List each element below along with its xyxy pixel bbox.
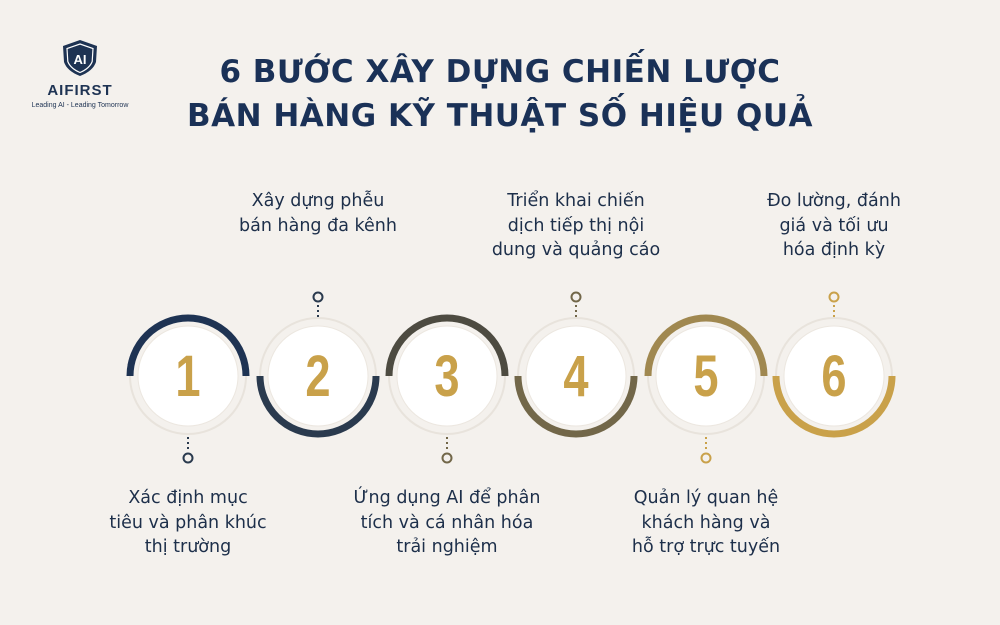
step-6-number: 6 [821, 345, 846, 410]
step-4-label-line: dịch tiếp thị nội [507, 215, 645, 236]
step-3-label-line: Ứng dụng AI để phân [353, 488, 541, 508]
page-title-line-2: BÁN HÀNG KỸ THUẬT SỐ HIỆU QUẢ [186, 98, 814, 134]
step-1-connector-dot [182, 452, 194, 464]
step-2-label: Xây dựng phễu bán hàng đa kênh [213, 189, 423, 238]
step-6-connector-dot [828, 291, 840, 303]
step-4-number: 4 [563, 345, 588, 410]
step-5-label-line: hỗ trợ trực tuyến [631, 537, 781, 557]
step-5-ring [644, 314, 768, 377]
step-5-label-line: Quản lý quan hệ [633, 488, 779, 508]
step-5-ring-shadow [647, 375, 765, 435]
step-1-circle [137, 325, 239, 427]
step-6-label-line: giá và tối ưu [779, 215, 889, 236]
step-5-number: 5 [693, 345, 718, 410]
step-2-ring-shadow [259, 317, 377, 377]
step-3-circle [396, 325, 498, 427]
step-2-circle [267, 325, 369, 427]
step-3-ring [385, 314, 509, 377]
step-2-ring [256, 375, 380, 438]
step-2-label-line: bán hàng đa kênh [239, 215, 397, 236]
brand-tagline: Leading AI - Leading Tomorrow [31, 102, 129, 109]
step-6-ring-shadow [775, 317, 893, 377]
step-4-ring [514, 375, 638, 438]
step-1-label-line: thị trường [144, 537, 232, 557]
step-3-label-line: trải nghiệm [396, 537, 498, 557]
step-3-label: Ứng dụng AI để phân tích và cá nhân hóa tr… [342, 486, 552, 560]
logo-mark-text: AI [74, 52, 87, 67]
step-3-ring-shadow [388, 375, 506, 435]
step-2-label-line: Xây dựng phễu [251, 191, 385, 211]
step-5-label-line: khách hàng và [641, 512, 771, 533]
step-1-label: Xác định mục tiêu và phân khúc thị trường [83, 486, 293, 560]
step-3-label-line: tích và cá nhân hóa [360, 512, 534, 533]
brand-logo: AI AIFIRST Leading AI - Leading Tomorrow [28, 38, 132, 109]
step-6-ring [772, 375, 896, 438]
step-1-number: 1 [175, 345, 200, 410]
step-4-connector-dot [570, 291, 582, 303]
step-4-ring-shadow [517, 317, 635, 377]
step-6-label-line: Đo lường, đánh [767, 191, 901, 211]
brand-name: AIFIRST [47, 82, 113, 99]
step-4-circle [525, 325, 627, 427]
step-3-number: 3 [434, 345, 459, 410]
step-5-connector-dot [700, 452, 712, 464]
step-6-label: Đo lường, đánh giá và tối ưu hóa định kỳ [729, 189, 939, 263]
step-5-circle [655, 325, 757, 427]
step-6-label-line: hóa định kỳ [782, 240, 886, 260]
step-5-label: Quản lý quan hệ khách hàng và hỗ trợ trực … [601, 486, 811, 560]
step-4-label-line: Triển khai chiến [507, 191, 645, 211]
step-4-label-line: dung và quảng cáo [491, 240, 661, 260]
page-title-line-1: 6 BƯỚC XÂY DỰNG CHIẾN LƯỢC [219, 54, 781, 90]
step-2-number: 2 [305, 345, 330, 410]
step-2-connector-dot [312, 291, 324, 303]
step-1-label-line: Xác định mục [128, 488, 248, 508]
shield-icon: AI [63, 40, 97, 76]
step-1-label-line: tiêu và phân khúc [109, 512, 267, 533]
step-1-ring-shadow [129, 375, 247, 435]
step-4-label: Triển khai chiến dịch tiếp thị nội dung và… [471, 189, 681, 263]
step-6-circle [783, 325, 885, 427]
step-3-connector-dot [441, 452, 453, 464]
step-1-ring [126, 314, 250, 377]
